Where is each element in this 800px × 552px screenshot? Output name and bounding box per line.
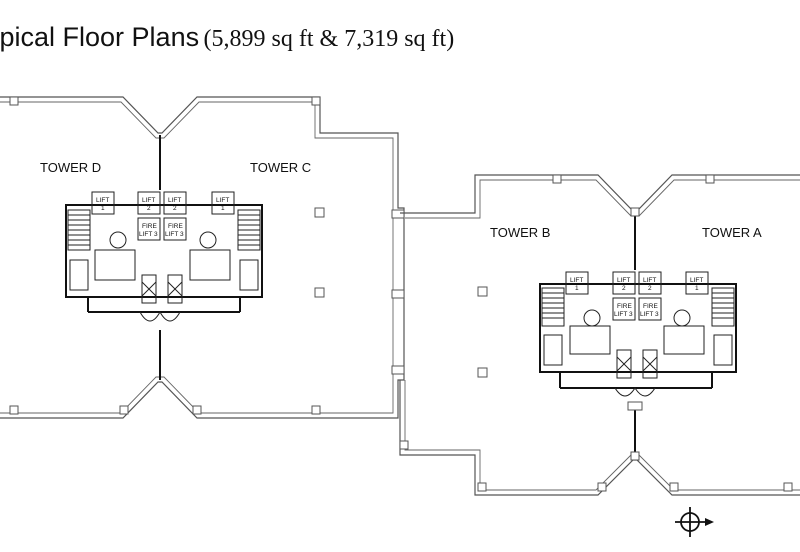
- column: [477, 367, 488, 378]
- fire-lift-label: LIFT 3: [614, 311, 633, 318]
- page-title-area: (5,899 sq ft & 7,319 sq ft): [203, 26, 455, 52]
- column: [391, 365, 405, 375]
- column: [630, 207, 640, 217]
- lift-number: 1: [575, 285, 579, 292]
- page-title: ypical Floor Plans (5,899 sq ft & 7,319 …: [0, 22, 454, 53]
- column: [399, 440, 409, 450]
- lift-box: [638, 271, 662, 295]
- column: [314, 207, 325, 218]
- building-right-inner-outline: [405, 179, 800, 219]
- fire-lift-label: LIFT 3: [640, 311, 659, 318]
- stair-left: [541, 287, 565, 327]
- lift-box: [565, 271, 589, 295]
- column: [597, 482, 607, 492]
- lift-box: [137, 191, 161, 215]
- lift-box: [211, 191, 235, 215]
- tower-c-label: TOWER C: [250, 160, 311, 175]
- column: [391, 209, 405, 219]
- fire-lift-box: [612, 297, 636, 321]
- lift-number: 2: [173, 205, 177, 212]
- column: [119, 405, 129, 415]
- column: [314, 287, 325, 298]
- fire-label: FIRE: [168, 223, 183, 230]
- tower-a-label: TOWER A: [702, 225, 762, 240]
- core-outline: [539, 283, 737, 373]
- lift-box: [612, 271, 636, 295]
- tower-b-label: TOWER B: [490, 225, 550, 240]
- building-left-inner-outline: [0, 101, 394, 414]
- lift-number: 1: [695, 285, 699, 292]
- column: [669, 482, 679, 492]
- stair-right: [711, 287, 735, 327]
- lift-box: [685, 271, 709, 295]
- lift-label: LIFT: [643, 277, 656, 284]
- stair-right: [237, 209, 261, 251]
- lift-label: LIFT: [168, 197, 181, 204]
- core-left: LIFT 1 LIFT 2 LIFT 2 LIFT 1 FIRE LIFT 3 …: [65, 191, 263, 322]
- lift-number: 2: [648, 285, 652, 292]
- column: [192, 405, 202, 415]
- core-right: LIFT 1 LIFT 2 LIFT 2 LIFT 1 FIRE LIFT 3 …: [539, 271, 737, 397]
- fire-lift-box: [638, 297, 662, 321]
- column: [477, 286, 488, 297]
- lift-label: LIFT: [690, 277, 703, 284]
- building-right-outline: [400, 174, 800, 214]
- fire-lift-label: LIFT 3: [139, 231, 158, 238]
- lift-label: LIFT: [570, 277, 583, 284]
- north-arrow-icon: [675, 507, 714, 537]
- lift-label: LIFT: [216, 197, 229, 204]
- lift-label: LIFT: [142, 197, 155, 204]
- fire-lift-box: [163, 217, 187, 241]
- column: [9, 405, 19, 415]
- column: [311, 405, 321, 415]
- lift-label: LIFT: [617, 277, 630, 284]
- page-title-main: ypical Floor Plans: [0, 22, 200, 52]
- column: [783, 482, 793, 492]
- column: [9, 96, 19, 106]
- column: [552, 174, 562, 184]
- lift-box: [163, 191, 187, 215]
- lift-box: [91, 191, 115, 215]
- building-left: TOWER D TOWER C: [0, 96, 405, 419]
- column: [311, 96, 321, 106]
- building-left-outline: [0, 96, 405, 419]
- fire-label: FIRE: [643, 303, 658, 310]
- column: [705, 174, 715, 184]
- lift-label: LIFT: [96, 197, 109, 204]
- column: [627, 401, 643, 411]
- lift-number: 1: [221, 205, 225, 212]
- tower-d-label: TOWER D: [40, 160, 101, 175]
- fire-lift-box: [137, 217, 161, 241]
- fire-lift-label: LIFT 3: [165, 231, 184, 238]
- fire-label: FIRE: [142, 223, 157, 230]
- lift-number: 2: [147, 205, 151, 212]
- fire-label: FIRE: [617, 303, 632, 310]
- column: [477, 482, 487, 492]
- column: [630, 451, 640, 461]
- building-right: TOWER B TOWER A: [399, 174, 800, 496]
- lift-number: 2: [622, 285, 626, 292]
- lift-number: 1: [101, 205, 105, 212]
- column: [391, 289, 405, 299]
- stair-left: [67, 209, 91, 251]
